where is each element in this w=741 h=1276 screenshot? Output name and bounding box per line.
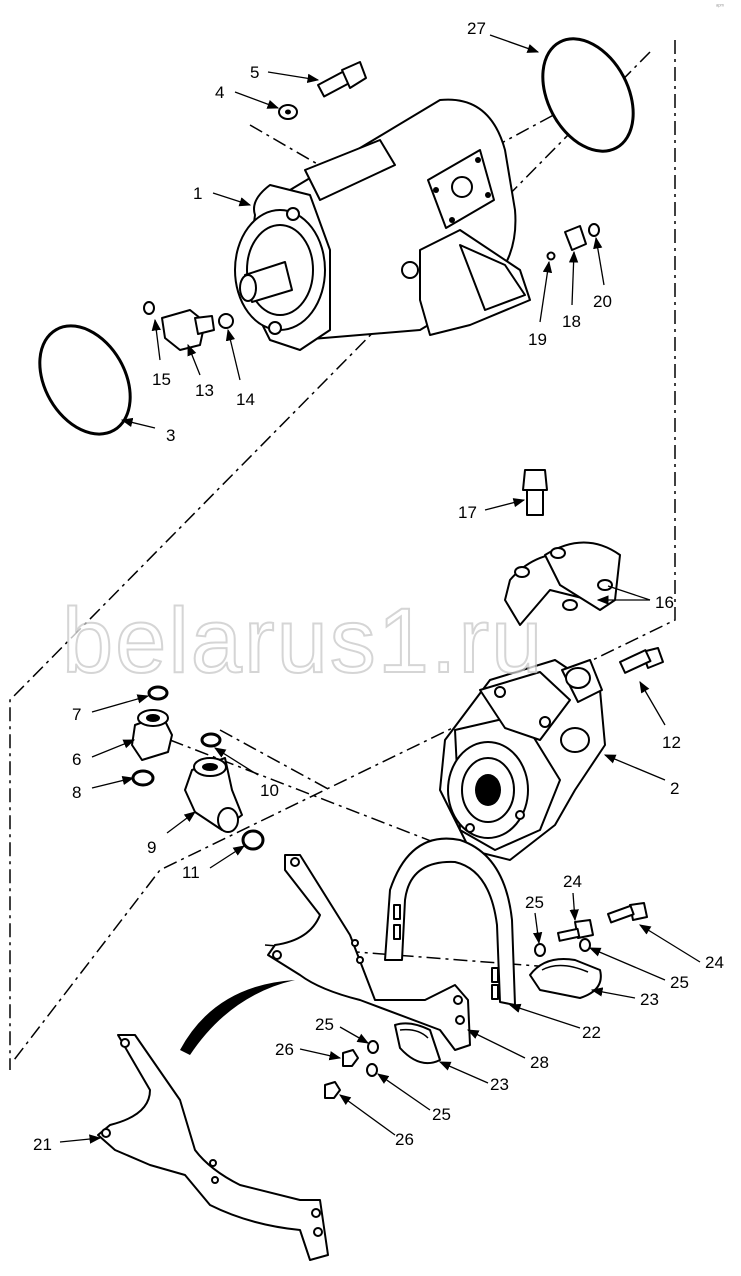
callout-25-b: 25 [670,973,689,992]
callout-5: 5 [250,63,259,82]
callout-1: 1 [193,184,202,203]
callout-24-a: 24 [563,872,582,891]
elbow-fitting-9 [184,757,243,833]
leader-lines [59,34,701,1144]
callout-11: 11 [182,863,200,882]
callout-6: 6 [72,750,81,769]
nut-26-b [324,1081,341,1099]
callout-23-a: 23 [640,990,659,1009]
callout-4: 4 [215,83,224,102]
callout-10: 10 [260,781,279,800]
o-ring-7 [147,685,169,701]
callout-19: 19 [528,330,547,349]
o-ring-27 [541,37,635,153]
callout-25-d: 25 [432,1105,451,1124]
flange-clamps-16 [504,541,621,626]
callout-14: 14 [236,390,255,409]
hydraulic-pump [439,659,606,861]
o-ring-11 [241,829,265,851]
o-ring-19 [546,251,556,261]
callout-22: 22 [582,1023,601,1042]
callout-27: 27 [467,19,486,38]
elbow-fitting-13 [161,309,215,351]
callout-8: 8 [72,783,81,802]
bolt-5 [317,61,367,98]
bolt-12 [619,647,664,674]
mounting-plate-28 [267,854,471,1051]
callout-23-b: 23 [490,1075,509,1094]
lower-plate-21 [97,1034,329,1261]
callout-17: 17 [458,503,477,522]
o-ring-20 [588,223,600,237]
callout-9: 9 [147,838,156,857]
bolt-17 [522,469,548,516]
callout-26-b: 26 [395,1130,414,1149]
fitting-18 [564,225,587,251]
callout-2: 2 [670,779,679,798]
watermark: belarus1.ru [62,590,544,692]
callout-25-c: 25 [315,1015,334,1034]
electric-motor [234,98,531,351]
strap-23-upper [529,958,602,999]
callout-24-b: 24 [705,953,724,972]
callout-18: 18 [562,312,581,331]
washer-25-d [366,1063,378,1077]
o-ring-14 [218,313,234,329]
flip-arrow [180,980,295,1055]
strap-23-lower [394,1022,441,1064]
callouts: 1 2 3 4 5 6 7 8 9 10 11 12 13 14 15 16 1… [33,19,724,1154]
corner-mark: ᵃᵖᵐ [716,4,725,10]
callout-20: 20 [593,292,612,311]
o-ring-3 [38,324,132,436]
washer-25-c [367,1040,379,1054]
callout-26-a: 26 [275,1040,294,1059]
callout-15: 15 [152,370,171,389]
adapter-fitting-6 [131,709,173,761]
callout-12: 12 [662,733,681,752]
washer-25-b [579,938,591,952]
callout-28: 28 [530,1053,549,1072]
o-ring-8 [131,769,155,787]
callout-7: 7 [72,705,81,724]
callout-25-a: 25 [525,893,544,912]
u-bracket-22 [384,837,516,1006]
o-ring-10 [200,732,222,748]
callout-13: 13 [195,381,214,400]
callout-3: 3 [166,426,175,445]
washer-25-a [534,943,546,957]
bolt-24-b [607,902,648,924]
nut-26-a [342,1049,359,1067]
callout-21: 21 [33,1135,52,1154]
callout-16: 16 [655,593,674,612]
o-ring-15 [143,301,155,315]
bolt-24-a [557,919,594,942]
